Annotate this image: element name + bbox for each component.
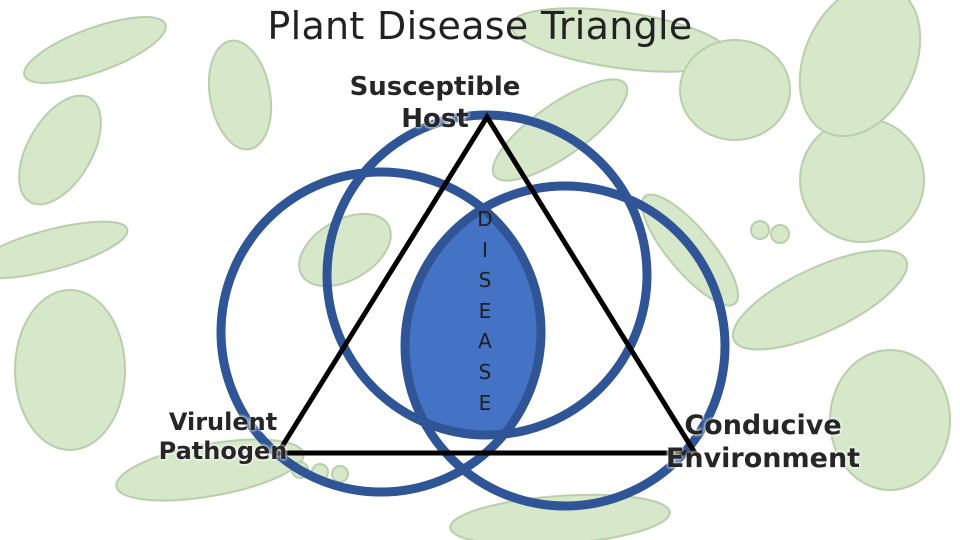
- cucumber-icon: [731, 249, 909, 351]
- pathogen-label-line-2: Pathogen: [158, 437, 288, 466]
- disease-triangle: [273, 112, 700, 456]
- cucumber-icon: [14, 289, 126, 451]
- disease-letter: S: [478, 359, 492, 384]
- disease-letter: E: [478, 298, 492, 323]
- pea-pod-icon: [23, 16, 167, 84]
- environment-label-line-1: Conducive: [684, 410, 842, 441]
- pepper-icon: [298, 212, 392, 288]
- disease-letter: I: [482, 237, 488, 262]
- host-label-line-1: Susceptible: [349, 72, 521, 102]
- pea-pod-icon: [449, 493, 671, 540]
- environment-circle: [400, 181, 730, 511]
- disease-overlap-region: [405, 186, 541, 435]
- disease-letter: A: [478, 329, 492, 354]
- tomato-icon: [679, 39, 791, 141]
- cucumber-icon: [798, 0, 922, 138]
- host-label: Susceptible Host: [330, 72, 540, 135]
- pea-pod-icon: [0, 220, 129, 280]
- pepper-icon: [18, 94, 102, 206]
- disease-letter: S: [478, 268, 492, 293]
- disease-letter: E: [478, 390, 492, 415]
- environment-label-line-2: Environment: [665, 442, 861, 474]
- pathogen-label-line-1: Virulent: [168, 408, 278, 436]
- disease-letter: D: [477, 207, 493, 231]
- host-label-line-2: Host: [401, 103, 469, 134]
- environment-label: Conducive Environment: [658, 410, 868, 476]
- page-title: Plant Disease Triangle: [267, 4, 693, 48]
- pepper-icon: [207, 39, 273, 151]
- pathogen-circle: [216, 167, 546, 497]
- disease-vertical-text: D I S E A S E: [470, 204, 500, 418]
- pathogen-label: Virulent Pathogen: [138, 408, 308, 467]
- pepper-icon: [829, 349, 951, 491]
